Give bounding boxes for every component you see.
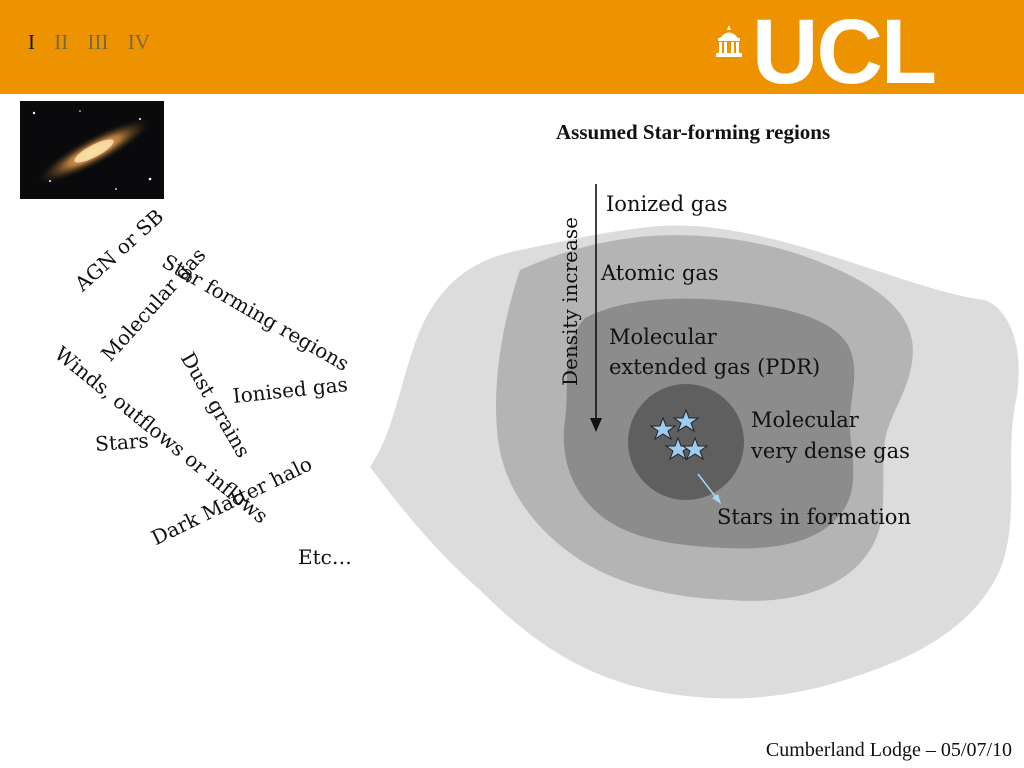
galaxy-image xyxy=(20,101,164,199)
diagram-title: Assumed Star-forming regions xyxy=(556,120,831,144)
label-ionized-gas: Ionized gas xyxy=(606,192,728,216)
ucl-portico-icon xyxy=(716,25,742,57)
label-stars-formation: Stars in formation xyxy=(717,505,911,529)
nav-item-3[interactable]: III xyxy=(87,30,109,54)
label-dense-2: very dense gas xyxy=(751,439,910,463)
stars-pointer-line xyxy=(697,473,719,501)
header-bar xyxy=(0,0,1024,94)
footer-text: Cumberland Lodge – 05/07/10 xyxy=(765,739,1012,761)
dense-gas-core xyxy=(628,384,744,500)
density-arrowhead xyxy=(590,418,602,432)
label-pdr-1: Molecular xyxy=(609,325,717,349)
star-icon xyxy=(681,436,709,461)
word-etc: Etc… xyxy=(298,545,352,569)
nav-item-1[interactable]: I xyxy=(28,30,35,54)
star-icon xyxy=(672,408,700,433)
ucl-logo: UCL xyxy=(752,1,937,103)
slide-nav: I II III IV xyxy=(28,30,164,55)
nav-item-2[interactable]: II xyxy=(54,30,69,54)
stars-pointer-head xyxy=(712,494,721,504)
star-icon xyxy=(649,416,677,441)
label-atomic-gas: Atomic gas xyxy=(601,261,719,285)
nav-item-4[interactable]: IV xyxy=(127,30,150,54)
density-axis-label: Density increase xyxy=(558,216,582,386)
label-pdr-2: extended gas (PDR) xyxy=(609,355,821,379)
label-dense-1: Molecular xyxy=(751,408,859,432)
